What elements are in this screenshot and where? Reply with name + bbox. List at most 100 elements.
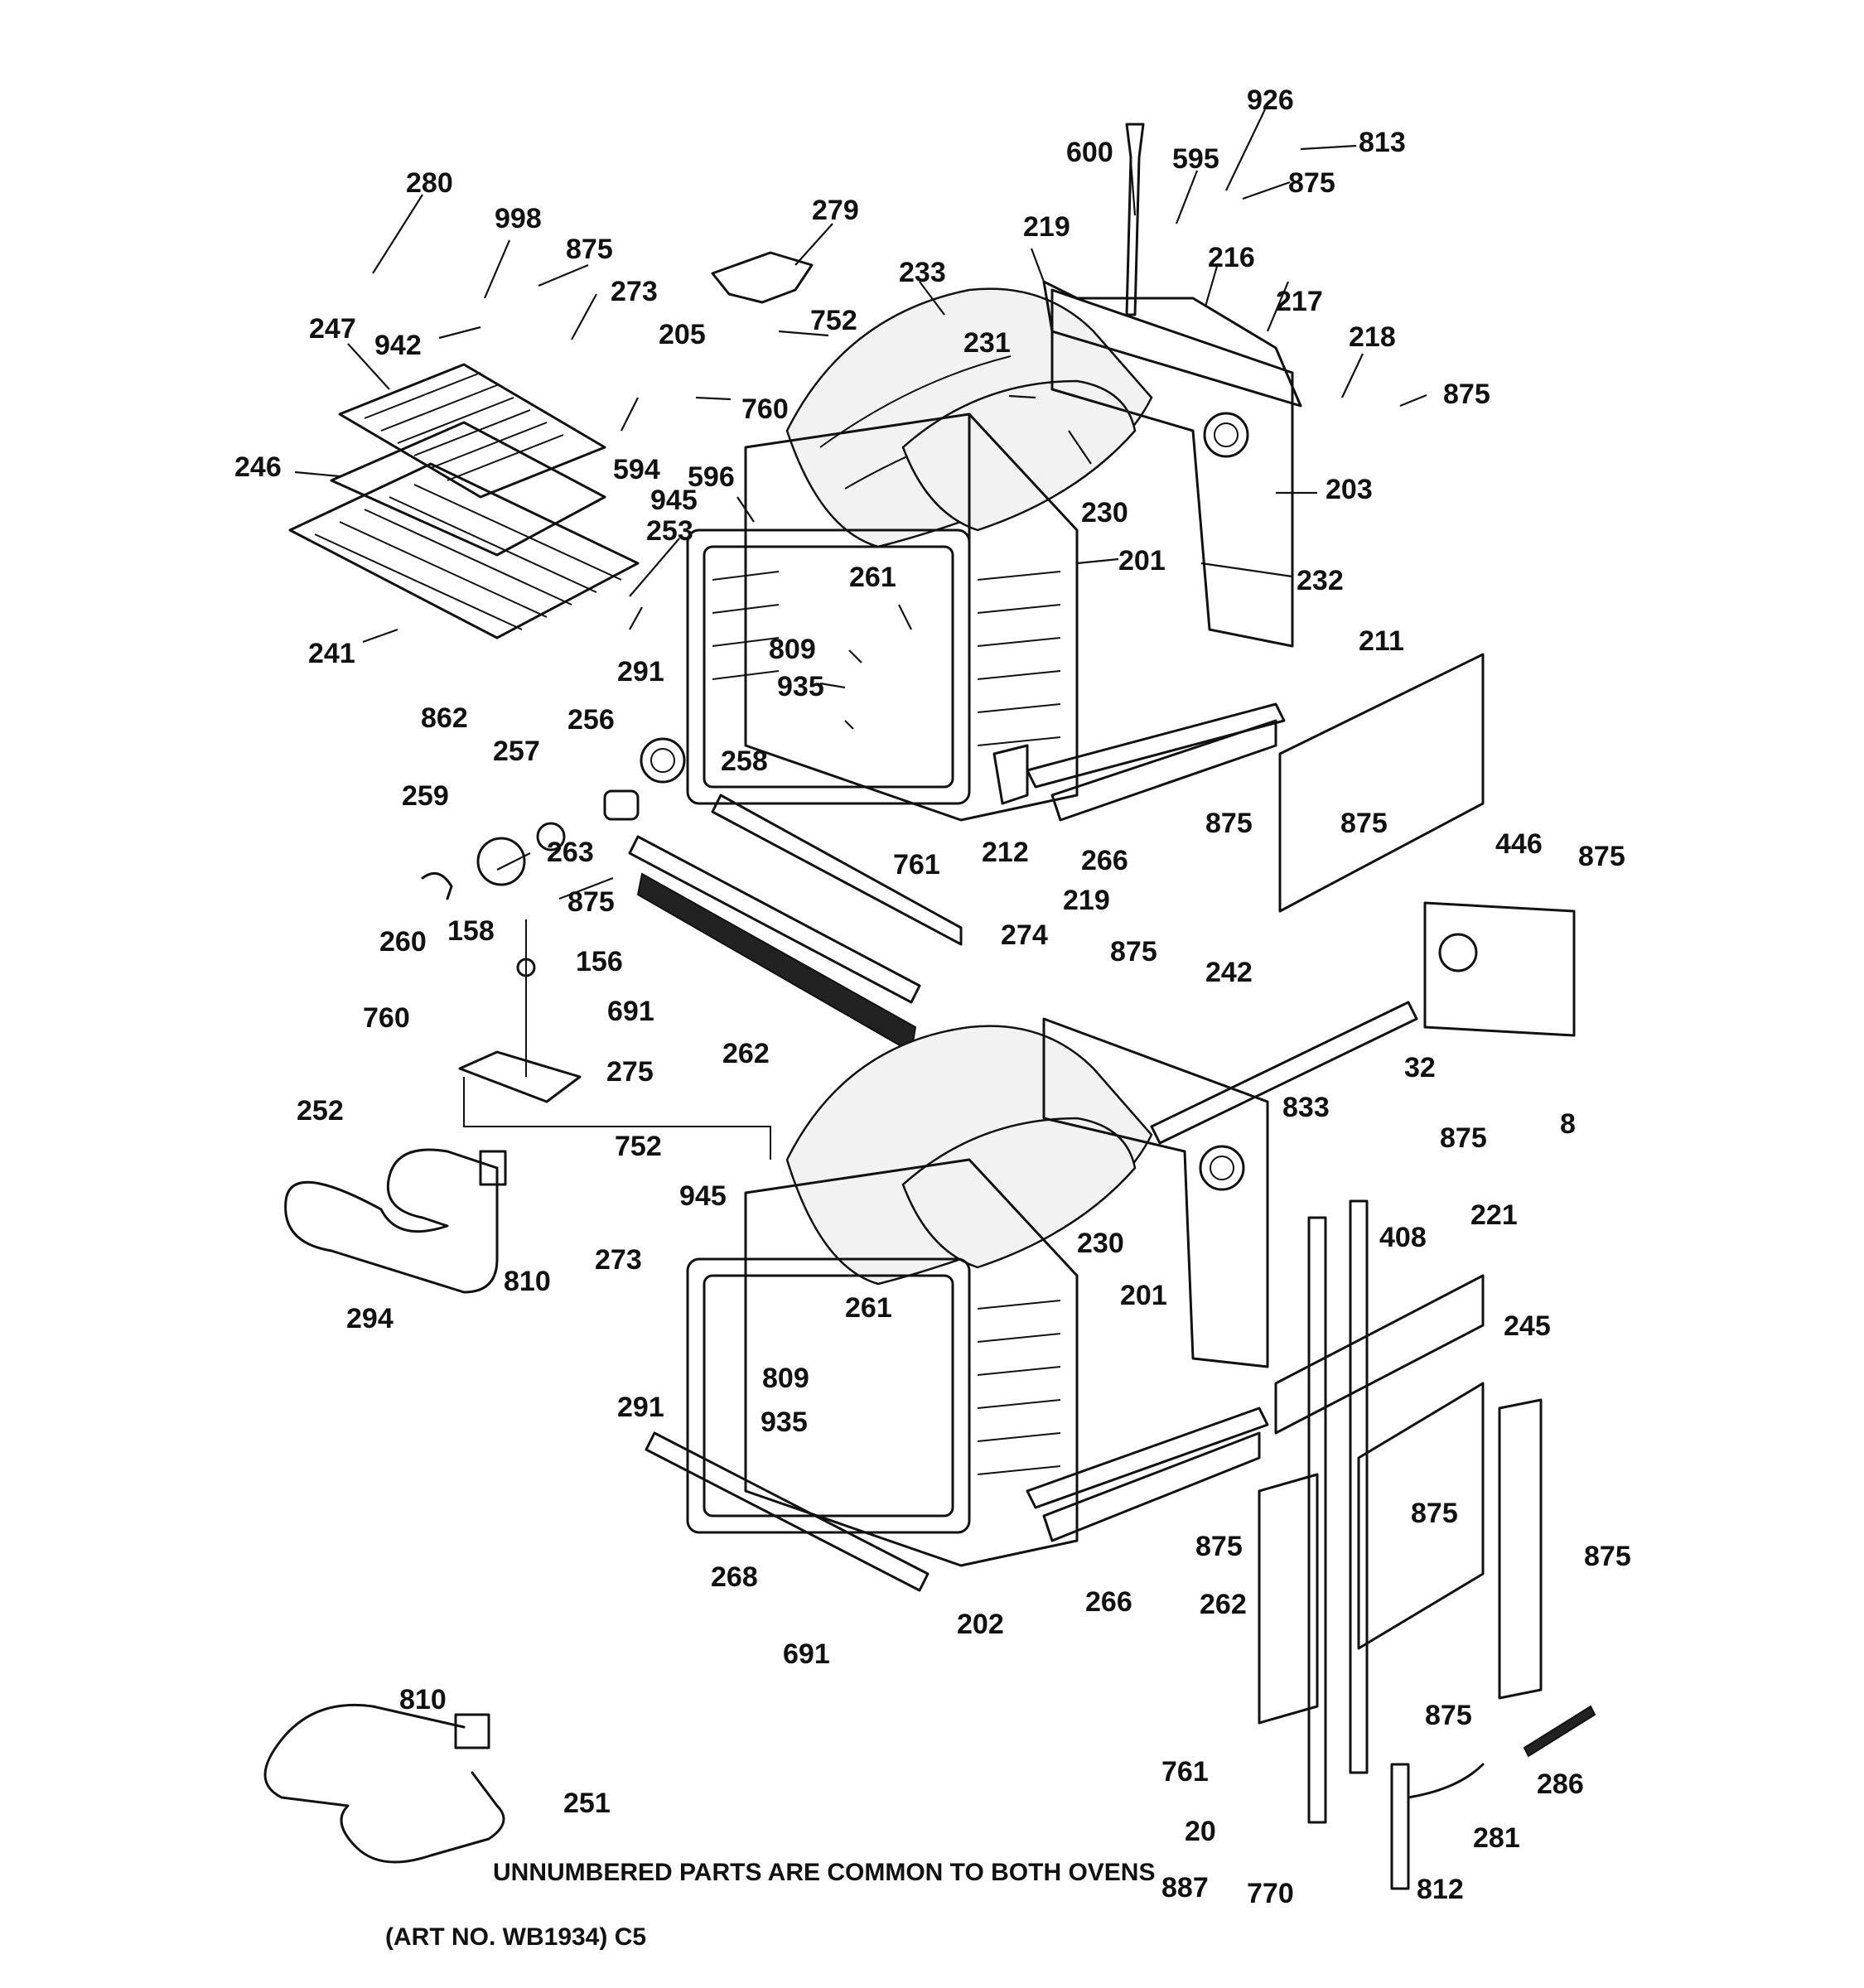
wiring-harness-600 [1125, 123, 1145, 316]
label-32: 32 [1404, 1052, 1436, 1083]
bake-element-252 [284, 1148, 507, 1294]
label-212: 212 [982, 837, 1029, 868]
label-286: 286 [1537, 1768, 1584, 1800]
upper-bottom-trims [992, 702, 1286, 822]
vent-cover-279 [711, 251, 814, 304]
label-691: 691 [783, 1638, 830, 1670]
label-875: 875 [1578, 841, 1625, 872]
label-158: 158 [447, 915, 495, 947]
label-20: 20 [1185, 1816, 1216, 1847]
label-942: 942 [374, 330, 422, 361]
broiler-pan-grid [288, 363, 640, 639]
label-875: 875 [1440, 1122, 1487, 1154]
upper-front-trims [628, 794, 963, 1054]
label-875: 875 [1110, 936, 1157, 967]
label-809: 809 [762, 1363, 809, 1394]
label-594: 594 [613, 454, 660, 485]
label-595: 595 [1172, 143, 1219, 175]
label-408: 408 [1379, 1222, 1427, 1253]
label-241: 241 [308, 638, 355, 669]
top-rail-242 [1150, 1001, 1418, 1145]
side-trims-408 [1307, 1199, 1369, 1824]
label-261: 261 [849, 562, 896, 593]
label-259: 259 [402, 780, 449, 812]
label-201: 201 [1120, 1280, 1167, 1311]
label-600: 600 [1066, 137, 1113, 168]
label-218: 218 [1349, 321, 1396, 353]
label-875: 875 [1425, 1700, 1472, 1731]
label-833: 833 [1282, 1092, 1330, 1123]
label-291: 291 [617, 1392, 664, 1423]
label-252: 252 [297, 1095, 344, 1127]
label-156: 156 [576, 946, 623, 977]
label-232: 232 [1297, 565, 1344, 596]
door-hinge-281 [1390, 1763, 1485, 1890]
label-205: 205 [659, 319, 706, 350]
label-294: 294 [346, 1303, 394, 1334]
label-231: 231 [963, 327, 1011, 359]
label-8: 8 [1560, 1108, 1576, 1140]
label-262: 262 [722, 1038, 770, 1069]
label-245: 245 [1504, 1310, 1551, 1342]
lower-insulation-blanket [785, 1025, 1153, 1286]
label-761: 761 [1161, 1756, 1209, 1788]
label-446: 446 [1495, 828, 1543, 860]
spring-286 [1523, 1705, 1596, 1758]
label-230: 230 [1081, 497, 1128, 528]
upper-rear-panel [1042, 280, 1302, 648]
label-219: 219 [1023, 211, 1070, 243]
label-875: 875 [1288, 167, 1335, 199]
label-260: 260 [379, 926, 427, 958]
label-203: 203 [1326, 474, 1373, 505]
label-211: 211 [1359, 625, 1404, 657]
label-945: 945 [679, 1180, 727, 1212]
label-752: 752 [810, 305, 857, 336]
art-number: (ART NO. WB1934) C5 [385, 1923, 646, 1951]
label-242: 242 [1205, 957, 1253, 988]
label-810: 810 [399, 1684, 447, 1715]
label-263: 263 [547, 837, 594, 868]
label-770: 770 [1247, 1878, 1294, 1909]
label-809: 809 [769, 634, 816, 665]
label-258: 258 [721, 746, 768, 777]
callout-labels: 926 813 600 595 875 280 998 875 279 219 … [234, 84, 1631, 1909]
label-266: 266 [1085, 1586, 1132, 1618]
label-280: 280 [406, 167, 453, 199]
label-274: 274 [1001, 919, 1048, 951]
side-panel-211 [1278, 653, 1485, 913]
label-219: 219 [1063, 885, 1110, 916]
label-268: 268 [711, 1561, 758, 1593]
label-202: 202 [957, 1609, 1004, 1640]
oven-light-assembly [421, 737, 686, 900]
label-279: 279 [812, 195, 859, 226]
lower-bottom-trims [645, 1407, 1269, 1592]
label-752: 752 [615, 1131, 662, 1162]
rear-cover-446 [1423, 901, 1576, 1037]
label-217: 217 [1276, 286, 1323, 317]
label-247: 247 [309, 313, 356, 345]
label-251: 251 [563, 1788, 611, 1819]
label-862: 862 [421, 702, 468, 734]
label-273: 273 [611, 276, 658, 307]
common-parts-note: UNNUMBERED PARTS ARE COMMON TO BOTH OVEN… [493, 1859, 1155, 1886]
label-266: 266 [1081, 845, 1128, 876]
label-926: 926 [1247, 84, 1294, 116]
lower-rear-panel [1042, 1017, 1269, 1368]
label-691: 691 [607, 996, 654, 1027]
label-230: 230 [1077, 1228, 1124, 1259]
label-291: 291 [617, 656, 664, 688]
label-875: 875 [567, 886, 615, 918]
leader-lines [294, 109, 1427, 900]
label-281: 281 [1473, 1822, 1520, 1854]
label-935: 935 [761, 1407, 808, 1438]
label-875: 875 [566, 234, 613, 265]
broil-element-251 [263, 1703, 505, 1864]
label-253: 253 [646, 515, 693, 547]
label-875: 875 [1443, 379, 1490, 410]
label-261: 261 [845, 1292, 892, 1324]
label-945: 945 [650, 485, 698, 516]
label-273: 273 [595, 1244, 642, 1276]
label-233: 233 [899, 257, 946, 288]
